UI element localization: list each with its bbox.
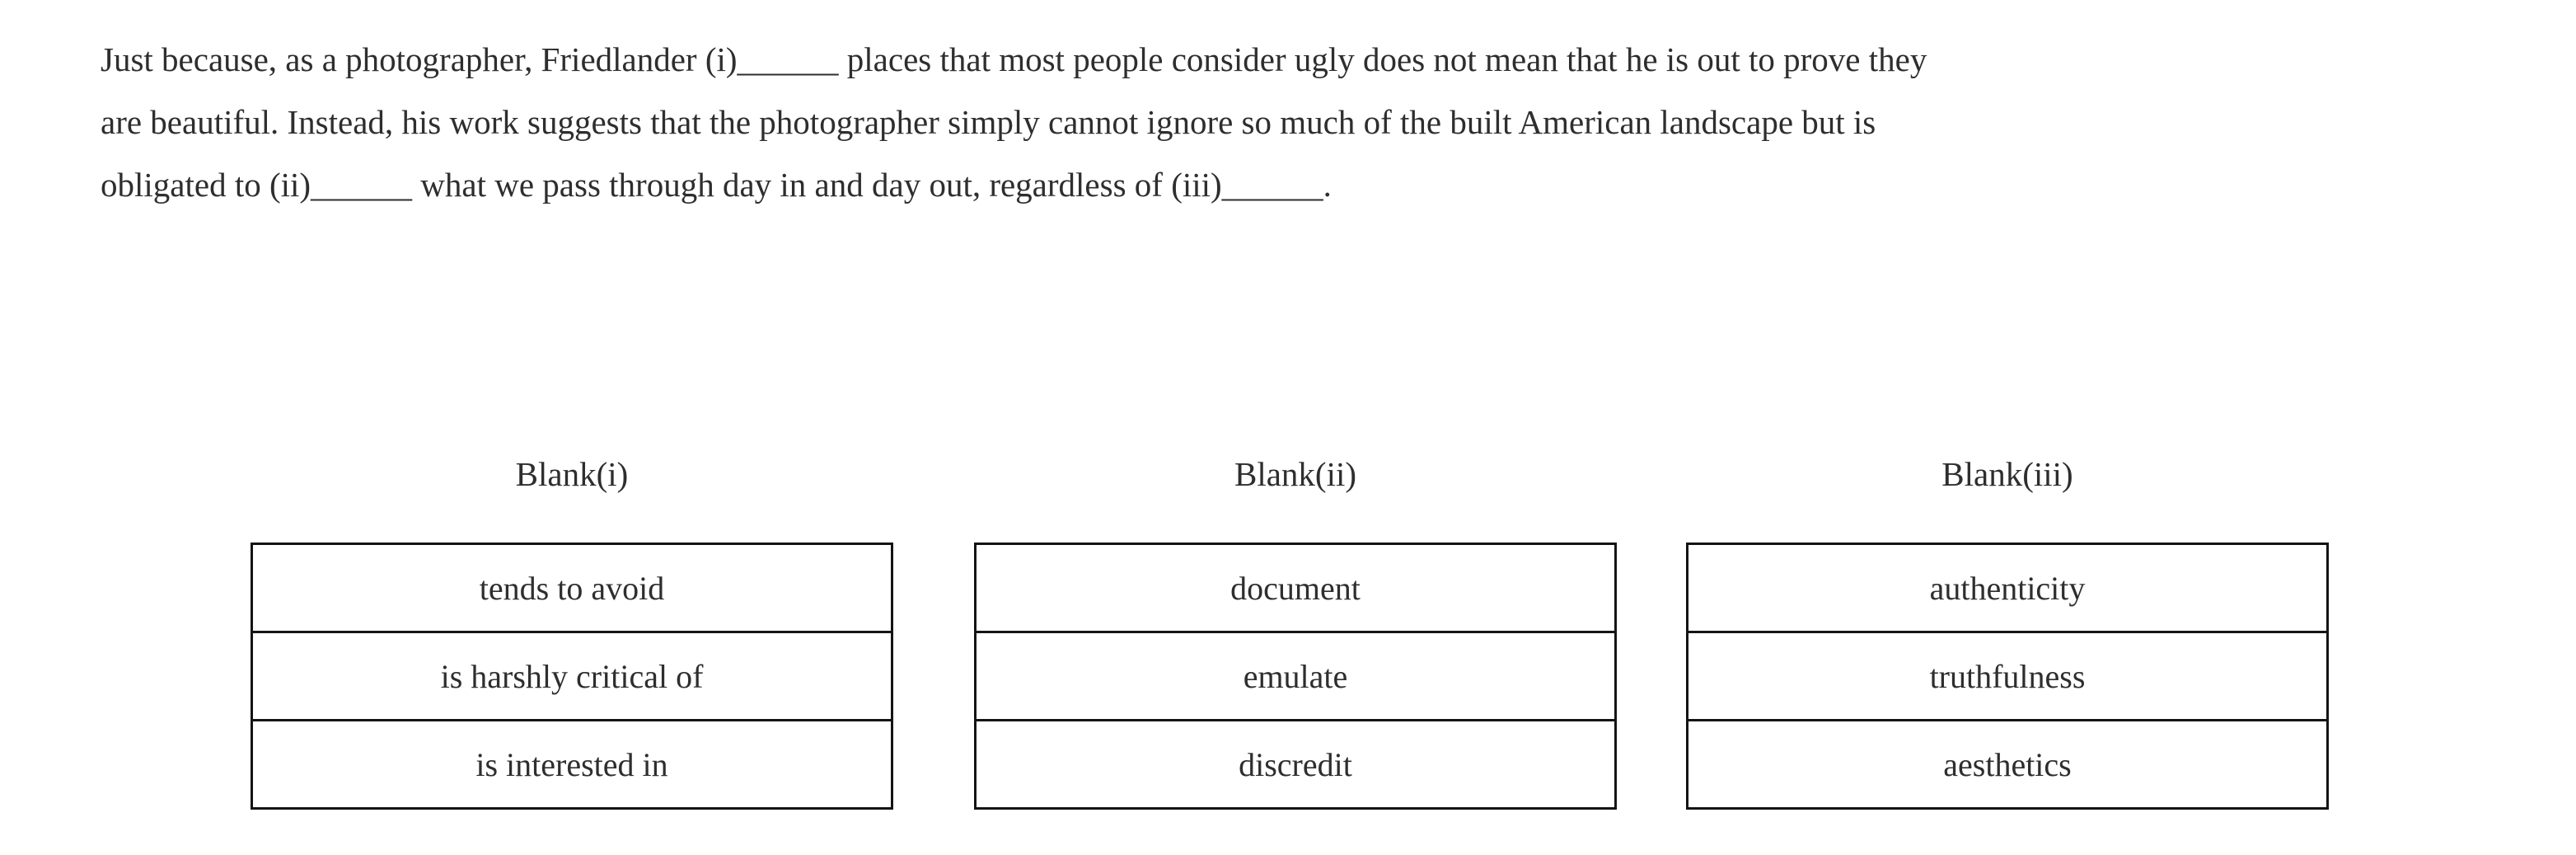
option-cell-blank-iii-3[interactable]: aesthetics [1686,719,2329,810]
blank-iii-header: Blank(iii) [1941,455,2073,493]
table-row: aesthetics [1686,719,2329,810]
answer-choices-section: Blank(i) tends to avoid is harshly criti… [251,453,2576,810]
option-cell-blank-ii-3[interactable]: discredit [974,719,1617,810]
blank-iii-column: Blank(iii) authenticity truthfulness aes… [1686,453,2329,810]
table-row: is interested in [251,719,893,810]
question-passage: Just because, as a photographer, Friedla… [0,0,2576,216]
passage-line-3: obligated to (ii)______ what we pass thr… [101,166,1332,204]
passage-line-2: are beautiful. Instead, his work suggest… [101,103,1876,141]
table-row: discredit [974,719,1617,810]
table-row: document [974,543,1617,633]
table-row: is harshly critical of [251,631,893,721]
table-row: authenticity [1686,543,2329,633]
blank-ii-column: Blank(ii) document emulate discredit [974,453,1617,810]
blank-ii-header: Blank(ii) [1234,455,1357,493]
table-row: tends to avoid [251,543,893,633]
blank-i-header: Blank(i) [515,455,629,493]
option-cell-blank-i-1[interactable]: tends to avoid [251,543,893,633]
blank-i-column: Blank(i) tends to avoid is harshly criti… [251,453,893,810]
blank-i-options-table: tends to avoid is harshly critical of is… [251,543,893,810]
blank-iii-options-table: authenticity truthfulness aesthetics [1686,543,2329,810]
blank-ii-options-table: document emulate discredit [974,543,1617,810]
option-cell-blank-i-2[interactable]: is harshly critical of [251,631,893,721]
option-cell-blank-ii-2[interactable]: emulate [974,631,1617,721]
table-row: emulate [974,631,1617,721]
option-cell-blank-i-3[interactable]: is interested in [251,719,893,810]
passage-line-1: Just because, as a photographer, Friedla… [101,40,1927,78]
option-cell-blank-iii-2[interactable]: truthfulness [1686,631,2329,721]
table-row: truthfulness [1686,631,2329,721]
option-cell-blank-ii-1[interactable]: document [974,543,1617,633]
option-cell-blank-iii-1[interactable]: authenticity [1686,543,2329,633]
